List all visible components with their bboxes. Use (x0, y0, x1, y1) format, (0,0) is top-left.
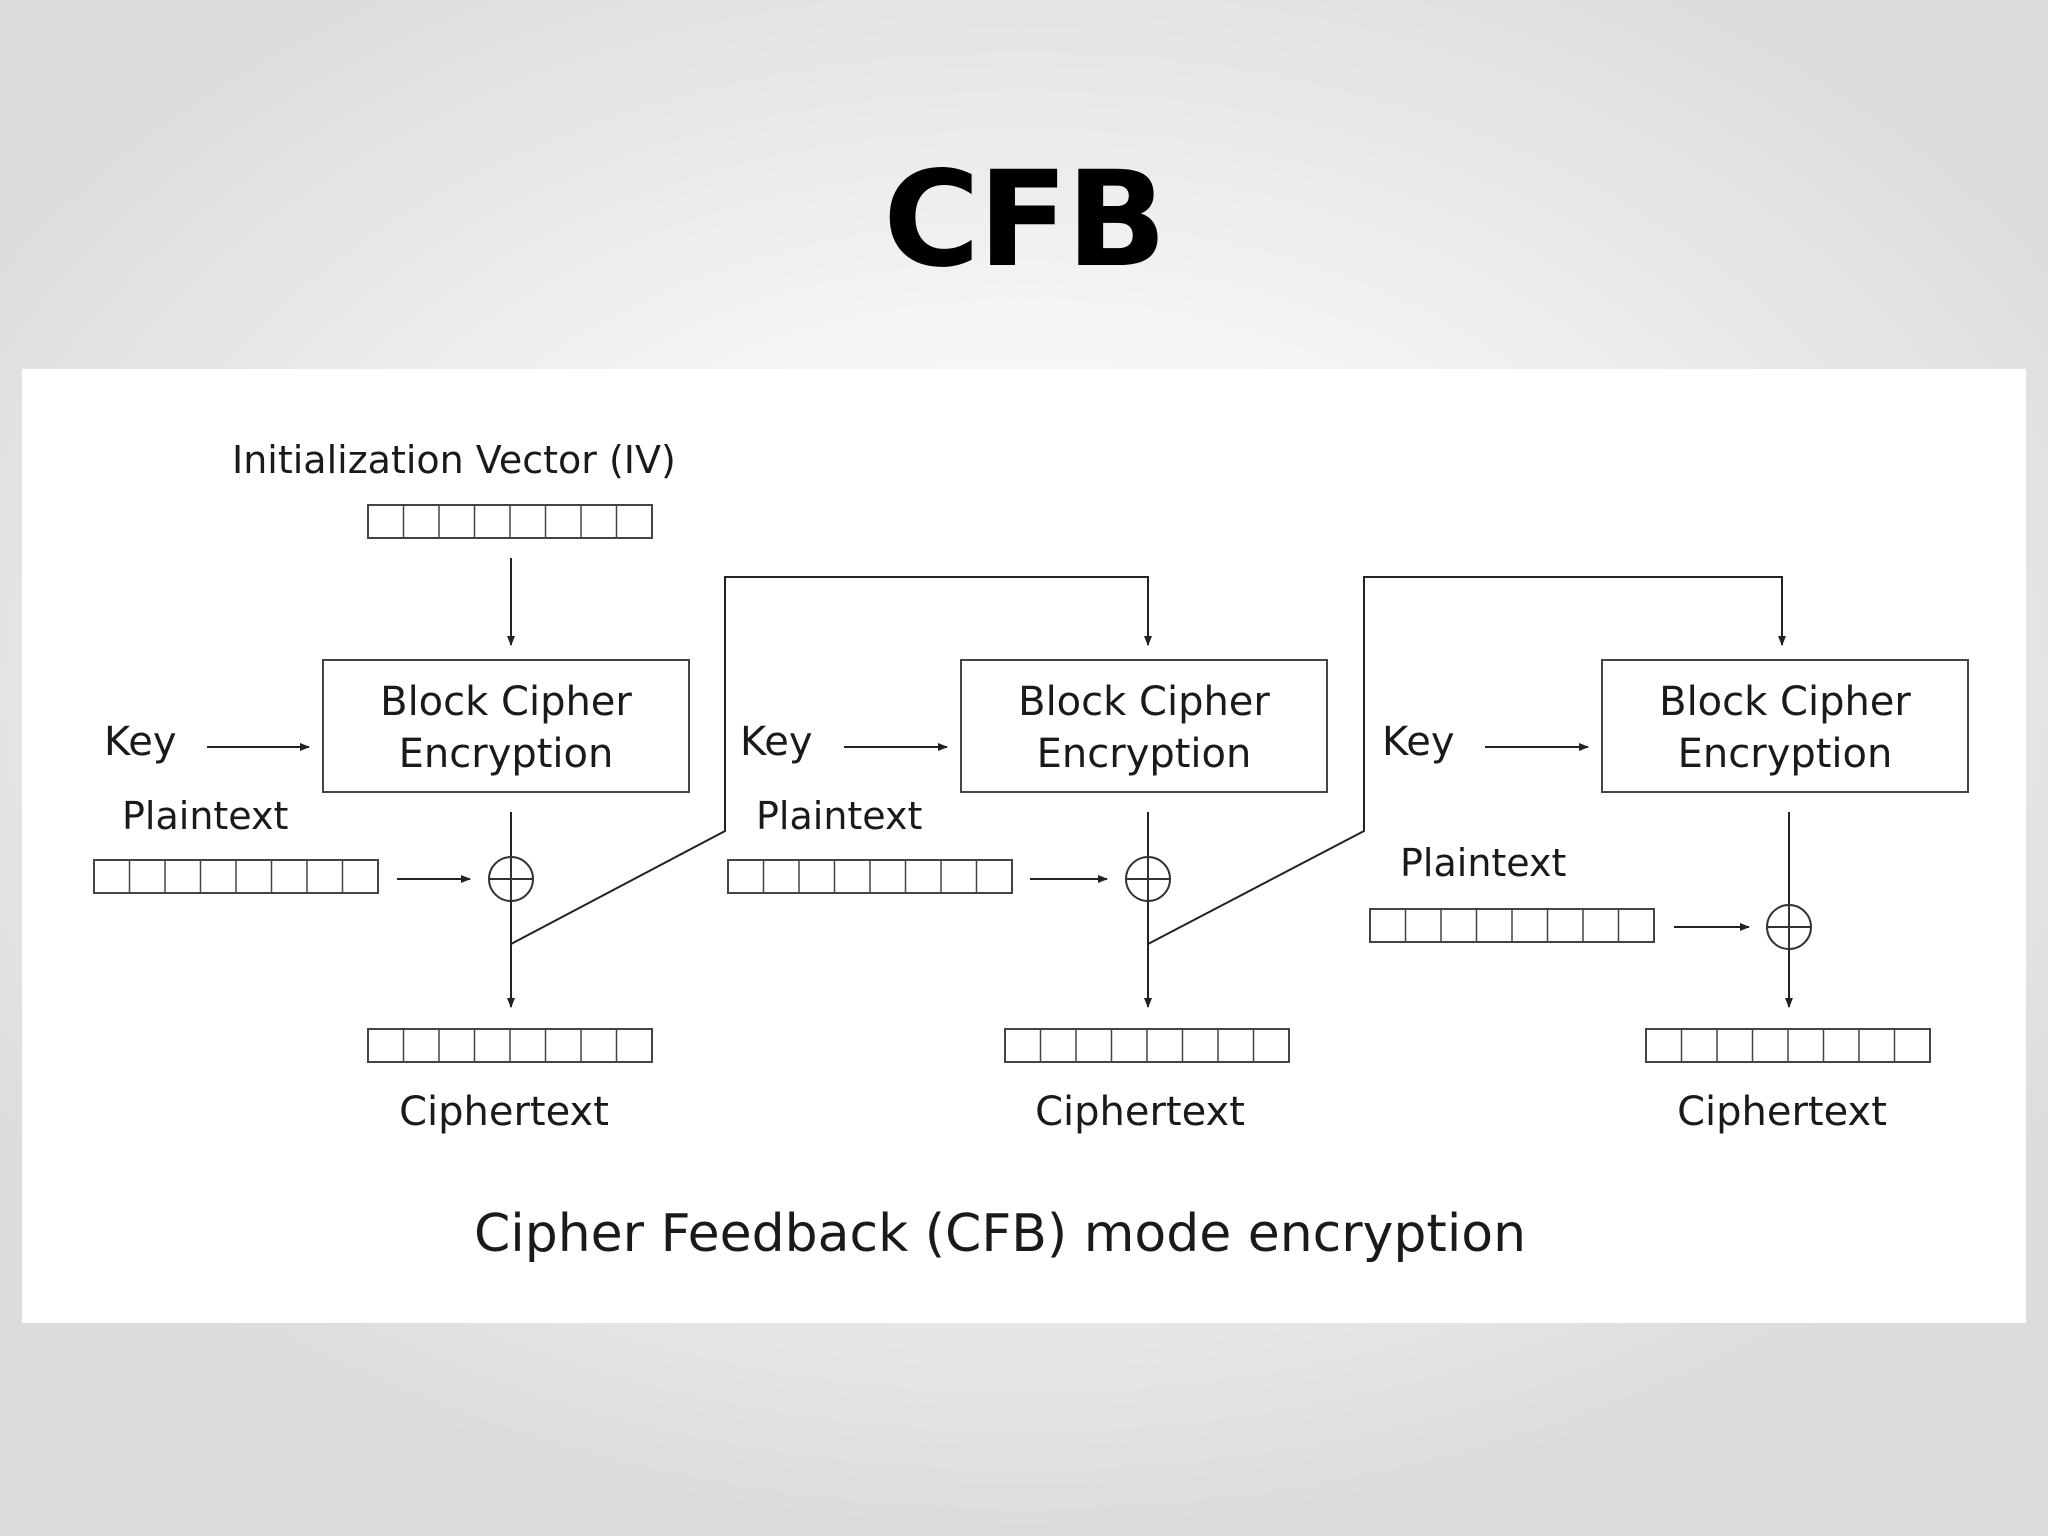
key-label: Key (740, 719, 813, 765)
ciphertext-register (1004, 1028, 1290, 1063)
xor-icon (488, 856, 534, 902)
plaintext-label: Plaintext (756, 794, 922, 838)
cfb-diagram: Initialization Vector (IV) Block Cipher … (93, 438, 1969, 1264)
block-cipher-label: Block Cipher (1018, 679, 1270, 725)
block-cipher-box (1601, 659, 1969, 793)
plaintext-label: Plaintext (1400, 841, 1566, 885)
block-cipher-label: Block Cipher (1659, 679, 1911, 725)
stage-2: Block Cipher Encryption Key Plaintext (727, 659, 1328, 1135)
plaintext-register (727, 859, 1013, 894)
key-label: Key (104, 719, 177, 765)
iv-label: Initialization Vector (IV) (232, 438, 676, 482)
diagram-caption: Cipher Feedback (CFB) mode encryption (474, 1204, 1526, 1264)
stage-3: Block Cipher Encryption Key Plaintext (1369, 659, 1969, 1135)
encryption-label: Encryption (1037, 731, 1252, 777)
stage-1: Block Cipher Encryption Key Plaintext (93, 659, 690, 1135)
ciphertext-label: Ciphertext (1035, 1089, 1245, 1135)
plaintext-label: Plaintext (122, 794, 288, 838)
encryption-label: Encryption (399, 731, 614, 777)
ciphertext-label: Ciphertext (399, 1089, 609, 1135)
slide-title: CFB (883, 143, 1167, 297)
plaintext-register (1369, 908, 1655, 943)
key-label: Key (1382, 719, 1455, 765)
ciphertext-register (367, 1028, 653, 1063)
ciphertext-label: Ciphertext (1677, 1089, 1887, 1135)
encryption-label: Encryption (1678, 731, 1893, 777)
block-cipher-box (322, 659, 690, 793)
xor-icon (1766, 904, 1812, 950)
xor-icon (1125, 856, 1171, 902)
plaintext-register (93, 859, 379, 894)
iv-register (367, 504, 653, 539)
block-cipher-box (960, 659, 1328, 793)
feedback-line-1 (510, 576, 1152, 945)
feedback-line-2 (1147, 576, 1786, 945)
ciphertext-register (1645, 1028, 1931, 1063)
block-cipher-label: Block Cipher (380, 679, 632, 725)
cfb-diagram-panel: Initialization Vector (IV) Block Cipher … (22, 369, 2026, 1323)
